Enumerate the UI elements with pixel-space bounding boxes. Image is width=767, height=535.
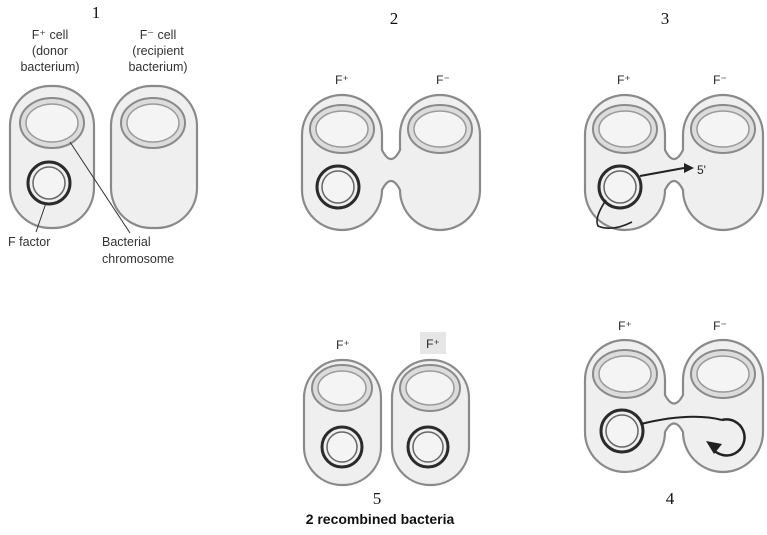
panel-2-right-label: F⁻ bbox=[436, 73, 450, 87]
strand-5prime-label: 5' bbox=[697, 163, 706, 177]
transfer-arrowhead bbox=[684, 163, 694, 173]
recipient-cell-label-line3: bacterium) bbox=[128, 60, 187, 74]
f-factor-label: F factor bbox=[8, 235, 50, 249]
panel-1: 1 F⁺ cell (donor bacterium) F⁻ cell (rec… bbox=[8, 3, 199, 266]
panel-5-number: 5 bbox=[373, 489, 382, 508]
donor-f-factor bbox=[599, 408, 645, 454]
panel-4-right-label: F⁻ bbox=[713, 319, 727, 333]
chromosome-pointer bbox=[69, 141, 131, 234]
panel-5-right-label: F⁺ bbox=[426, 337, 440, 351]
panel-5-left-label: F⁺ bbox=[336, 338, 350, 352]
recipient-cell-label-line1: F⁻ cell bbox=[140, 28, 176, 42]
panel-3: 3 F⁺ F⁻ 5' bbox=[583, 9, 765, 232]
transferred-strand bbox=[640, 415, 723, 425]
f-factor-plasmid bbox=[597, 164, 643, 210]
donor-cell-label-line3: bacterium) bbox=[20, 60, 79, 74]
donor-cell-label-line1: F⁺ cell bbox=[32, 28, 68, 42]
panel-3-right-label: F⁻ bbox=[713, 73, 727, 87]
f-factor-plasmid bbox=[315, 164, 361, 210]
chromosome-label-line2: chromosome bbox=[102, 252, 174, 266]
rolling-circle-strand bbox=[596, 199, 633, 230]
panel-2-number: 2 bbox=[390, 9, 399, 28]
chromosome-label-line1: Bacterial bbox=[102, 235, 151, 249]
left-f-factor bbox=[320, 425, 364, 469]
recipient-circularizing-strand bbox=[710, 418, 746, 457]
f-factor-pointer bbox=[35, 202, 47, 233]
panel-3-number: 3 bbox=[661, 9, 670, 28]
f-factor-plasmid bbox=[26, 160, 72, 206]
highlight-box bbox=[420, 332, 446, 354]
panel-3-left-label: F⁺ bbox=[617, 73, 631, 87]
panel-4: F⁺ F⁻ 4 bbox=[583, 319, 765, 508]
circularize-arrowhead bbox=[706, 441, 722, 454]
panel-2: 2 F⁺ F⁻ bbox=[300, 9, 482, 232]
panel-1-number: 1 bbox=[92, 3, 101, 22]
recipient-cell-label-line2: (recipient bbox=[132, 44, 184, 58]
donor-cell-label-line2: (donor bbox=[32, 44, 68, 58]
panel-4-number: 4 bbox=[666, 489, 675, 508]
right-f-factor bbox=[406, 425, 450, 469]
panel-5-caption: 2 recombined bacteria bbox=[306, 511, 455, 527]
transfer-strand bbox=[639, 167, 685, 177]
panel-4-left-label: F⁺ bbox=[618, 319, 632, 333]
panel-2-left-label: F⁺ bbox=[335, 73, 349, 87]
panel-5: F⁺ F⁺ 5 2 recombined bacteria bbox=[302, 332, 471, 527]
